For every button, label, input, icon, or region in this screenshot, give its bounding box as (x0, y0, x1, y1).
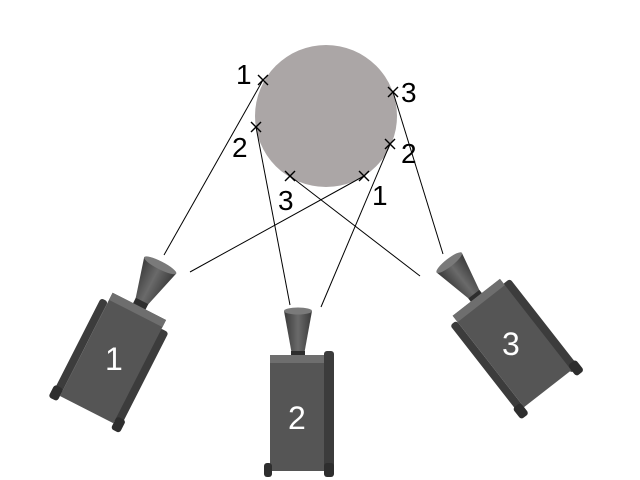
point-marker (257, 74, 269, 86)
point-label: 2 (232, 132, 248, 163)
robot-3-label: 3 (502, 326, 520, 362)
point-label: 2 (401, 138, 417, 169)
robot-1: 1 (49, 256, 177, 433)
point-marker (358, 170, 370, 182)
ray-robot1-point1b (189, 175, 365, 273)
robot-2-label: 2 (288, 400, 306, 436)
ray-robot2-point2b (320, 143, 391, 308)
robot-2-body (270, 355, 324, 471)
rays (163, 79, 444, 308)
robot-2-sensor (284, 311, 312, 355)
point-label: 3 (401, 77, 417, 108)
point-marker (384, 138, 396, 150)
point-marker (284, 170, 296, 182)
ray-robot3-point3b (392, 91, 444, 255)
robot-2: 2 (264, 307, 334, 477)
robot-3: 3 (436, 252, 583, 419)
point-label: 3 (278, 185, 294, 216)
point-marker (250, 121, 262, 133)
ray-robot2-point2 (255, 126, 291, 306)
robot-1-label: 1 (105, 341, 123, 377)
point-label: 1 (236, 59, 252, 90)
point-labels: 1 2 3 3 2 1 (232, 59, 417, 216)
ray-robot3-point3 (289, 175, 421, 277)
robot-3-body (452, 278, 572, 408)
point-markers (250, 74, 399, 182)
robot-1-body (59, 292, 167, 424)
point-marker (387, 86, 399, 98)
target-sphere (255, 45, 397, 187)
point-label: 1 (372, 180, 388, 211)
ray-robot1-point1 (163, 79, 264, 256)
